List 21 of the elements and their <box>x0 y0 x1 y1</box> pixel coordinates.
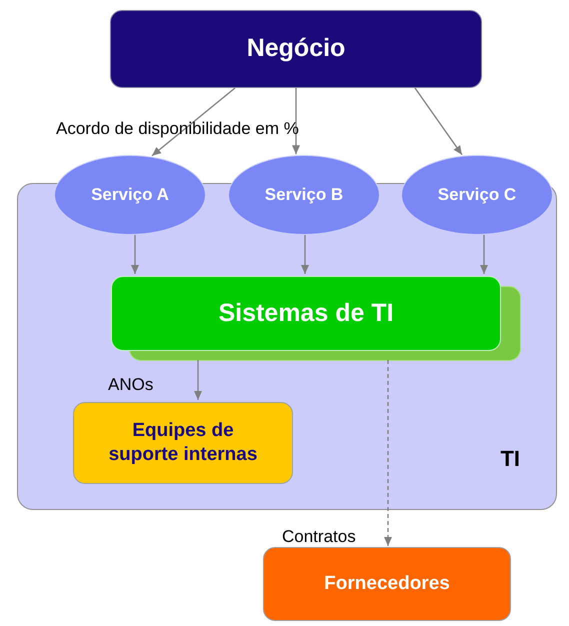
service-ellipse: Serviço C <box>401 155 553 235</box>
arrow <box>131 234 139 274</box>
stacked-box <box>111 276 523 361</box>
service-ellipse: Serviço A <box>54 155 206 235</box>
box-title: Sistemas de TI <box>218 298 394 329</box>
arrow <box>301 235 309 274</box>
group-title: TI <box>500 445 520 473</box>
arrow <box>384 360 392 546</box>
arrow <box>480 234 488 274</box>
process-box: Negócio <box>110 10 482 88</box>
edge-label: ANOs <box>108 374 154 396</box>
annotation-text: Acordo de disponibilidade em % <box>56 118 299 140</box>
edge-label: Contratos <box>282 526 356 548</box>
arrow <box>194 360 202 400</box>
arrow <box>292 88 300 154</box>
group-panel <box>17 183 557 510</box>
service-ellipse: Serviço B <box>228 155 380 235</box>
process-box: Equipes de suporte internas <box>73 402 293 484</box>
arrow <box>152 88 236 156</box>
process-box: Fornecedores <box>263 547 511 621</box>
arrow <box>414 88 463 156</box>
